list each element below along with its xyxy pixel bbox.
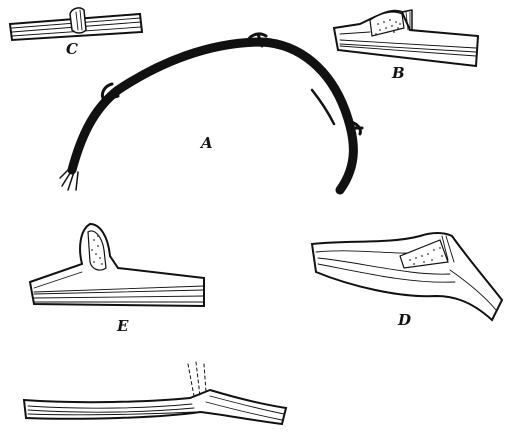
panel-label-c: C bbox=[66, 42, 78, 57]
panel-b-drawing bbox=[334, 10, 478, 66]
panel-label-e: E bbox=[117, 319, 128, 334]
bottom-bar-drawing bbox=[24, 362, 286, 424]
panel-label-a: A bbox=[201, 136, 213, 151]
panel-a-drawing bbox=[60, 34, 362, 190]
panel-label-b: B bbox=[392, 66, 405, 81]
panel-e-drawing bbox=[30, 224, 204, 306]
panel-c-drawing bbox=[10, 8, 142, 40]
panel-d-drawing bbox=[312, 233, 502, 320]
panel-label-d: D bbox=[398, 313, 411, 328]
